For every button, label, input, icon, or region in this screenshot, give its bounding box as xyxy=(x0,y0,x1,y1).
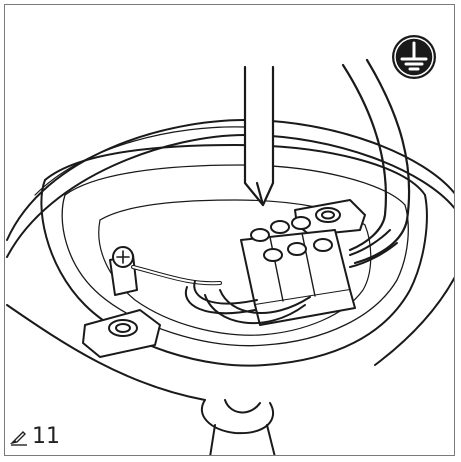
diagram-frame xyxy=(4,4,455,456)
step-number: 11 xyxy=(32,424,60,449)
canopy-rim xyxy=(6,119,454,401)
internal-wires xyxy=(184,229,398,325)
mounting-tab-left xyxy=(82,309,161,358)
installation-illustration xyxy=(6,58,454,455)
earth-screw xyxy=(109,246,138,296)
pendant-stem xyxy=(200,399,276,455)
screwdriver xyxy=(243,65,275,207)
terminal-block xyxy=(240,216,356,326)
step-label: 11 xyxy=(10,424,60,450)
mounting-tab-right xyxy=(294,199,366,236)
earth-ground-icon xyxy=(392,35,436,79)
supply-cable xyxy=(341,58,411,265)
pencil-icon xyxy=(10,431,27,446)
